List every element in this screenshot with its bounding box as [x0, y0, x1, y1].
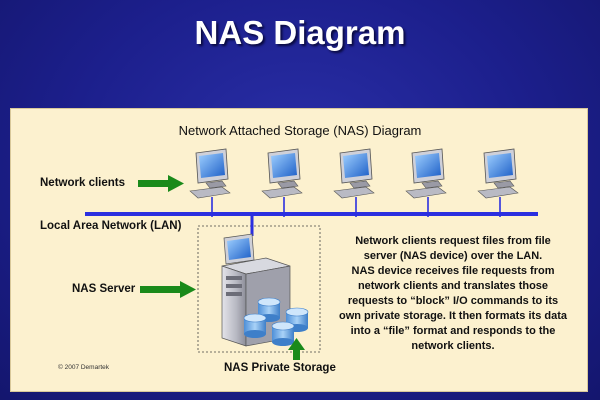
slide-title: NAS Diagram — [194, 14, 406, 51]
client-computer-icon — [261, 148, 303, 218]
client-computer-icon — [333, 148, 375, 218]
nas-box — [197, 225, 321, 353]
diagram-title: Network Attached Storage (NAS) Diagram — [178, 123, 422, 138]
clients-arrow-icon — [138, 175, 184, 192]
nas-server-label: NAS Server — [72, 283, 136, 295]
copyright-notice: © 2007 Demartek — [58, 364, 110, 371]
client-computer-icon — [477, 148, 519, 218]
nas-storage-label: NAS Private Storage — [224, 362, 336, 374]
storage-arrow-icon — [288, 338, 305, 360]
description-text: Network clients request files from file … — [338, 234, 568, 354]
description-paragraph-1: Network clients request files from file … — [355, 235, 551, 262]
client-computer-icon — [405, 148, 447, 218]
description-paragraph-2: NAS device receives file requests from n… — [339, 265, 567, 352]
network-clients-label: Network clients — [40, 177, 125, 189]
server-arrow-icon — [140, 281, 196, 298]
nas-storage-disks-icon — [243, 297, 309, 346]
lan-label: Local Area Network (LAN) — [40, 220, 182, 232]
client-computer-icon — [189, 148, 231, 218]
